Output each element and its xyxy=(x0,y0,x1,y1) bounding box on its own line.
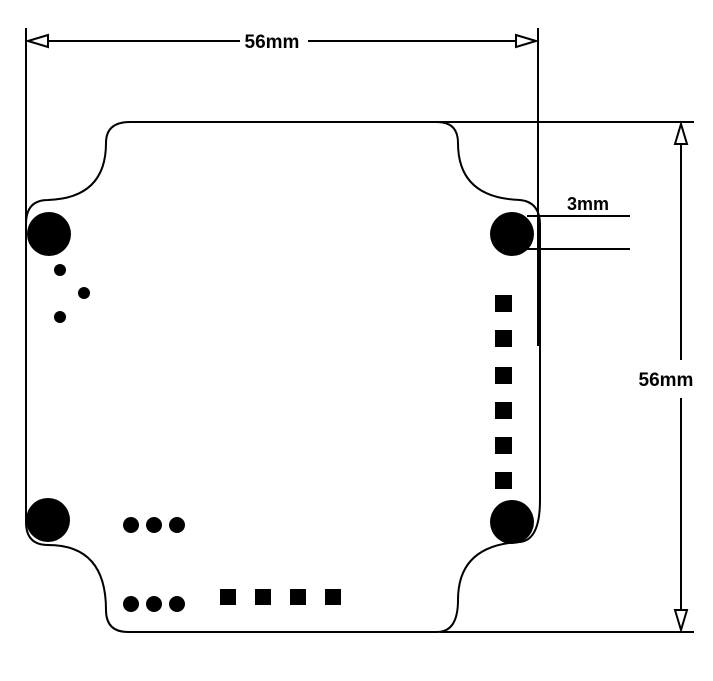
round-pad xyxy=(123,596,139,612)
height-arrow-bottom xyxy=(673,609,689,634)
width-arrow-right xyxy=(515,33,540,49)
mounting-hole-bottom-left xyxy=(26,498,70,542)
square-pad xyxy=(495,295,512,312)
via-dot xyxy=(54,311,66,323)
hole-label: 3mm xyxy=(567,194,609,214)
square-pad xyxy=(495,402,512,419)
square-pad xyxy=(290,589,306,605)
round-pad xyxy=(169,596,185,612)
square-pad xyxy=(220,589,236,605)
via-dot xyxy=(54,264,66,276)
height-label: 56mm xyxy=(639,370,694,391)
round-pad xyxy=(169,517,185,533)
round-pad xyxy=(146,517,162,533)
round-pad xyxy=(146,596,162,612)
width-dimension: 56mm xyxy=(24,28,540,346)
square-pad xyxy=(495,437,512,454)
square-pad xyxy=(495,330,512,347)
mounting-hole-top-left xyxy=(27,212,71,256)
square-pad xyxy=(325,589,341,605)
board-outline xyxy=(25,121,541,633)
square-pad xyxy=(495,367,512,384)
mounting-hole-bottom-right xyxy=(490,500,534,544)
height-arrow-top xyxy=(673,120,689,145)
round-pad xyxy=(123,517,139,533)
via-dot xyxy=(78,287,90,299)
square-pad xyxy=(255,589,271,605)
square-pad xyxy=(495,472,512,489)
height-dimension: 56mm xyxy=(298,120,694,634)
mounting-hole-top-right xyxy=(490,212,534,256)
width-arrow-left xyxy=(24,33,49,49)
width-label: 56mm xyxy=(245,32,300,53)
hole-dimension: 3mm xyxy=(527,194,630,250)
